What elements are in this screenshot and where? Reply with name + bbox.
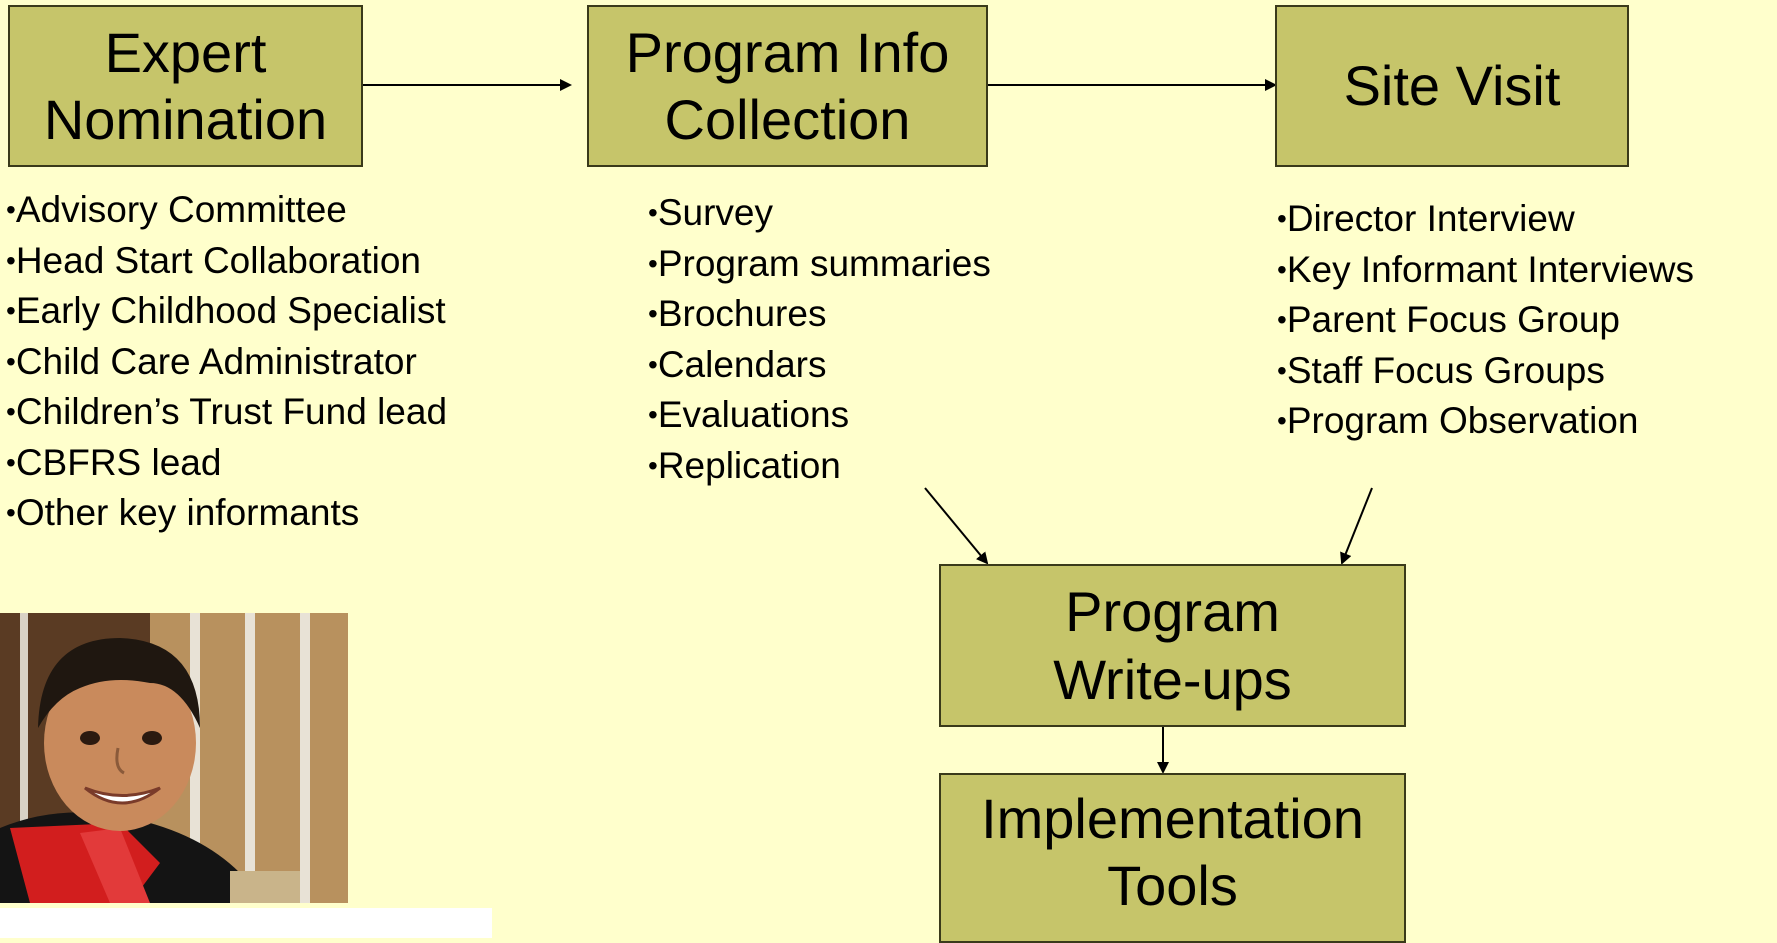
list-item: Program Observation: [1277, 396, 1694, 447]
list-item: Staff Focus Groups: [1277, 346, 1694, 397]
expert-nomination-box: Expert Nomination: [8, 5, 363, 167]
program-writeups-line-1: Program: [1065, 580, 1280, 644]
child-photo: [0, 613, 348, 903]
implementation-tools-line-1: Implementation: [981, 787, 1364, 850]
list-item: Program summaries: [648, 239, 991, 290]
site-visit-line-1: Site Visit: [1343, 54, 1561, 118]
site-visit-list: Director Interview Key Informant Intervi…: [1277, 194, 1694, 447]
program-info-collection-line-2: Collection: [664, 88, 911, 151]
list-item: Children’s Trust Fund lead: [6, 387, 447, 438]
site-visit-box: Site Visit: [1275, 5, 1629, 167]
list-item: Early Childhood Specialist: [6, 286, 447, 337]
program-writeups-line-2: Write-ups: [1053, 647, 1292, 711]
program-writeups-box: Program Write-ups: [939, 564, 1406, 727]
list-item: Other key informants: [6, 488, 447, 539]
implementation-tools-line-2: Tools: [1107, 854, 1238, 918]
list-item: Child Care Administrator: [6, 337, 447, 388]
expert-nomination-line-2: Nomination: [43, 88, 328, 151]
list-item: Calendars: [648, 340, 991, 391]
list-item: Survey: [648, 188, 991, 239]
expert-nomination-line-1: Expert: [104, 20, 267, 84]
list-item: Head Start Collaboration: [6, 236, 447, 287]
implementation-tools-box: Implementation Tools: [939, 773, 1406, 943]
list-item: Advisory Committee: [6, 185, 447, 236]
program-info-collection-list: Survey Program summaries Brochures Calen…: [648, 188, 991, 491]
arrow-site-visit-to-writeups: [1340, 487, 1373, 565]
list-item: Director Interview: [1277, 194, 1694, 245]
list-item: Brochures: [648, 289, 991, 340]
expert-nomination-list: Advisory Committee Head Start Collaborat…: [6, 185, 447, 539]
list-item: Evaluations: [648, 390, 991, 441]
program-info-collection-box: Program Info Collection: [587, 5, 988, 167]
list-item: Key Informant Interviews: [1277, 245, 1694, 296]
program-info-collection-line-1: Program Info: [625, 20, 950, 84]
list-item: Parent Focus Group: [1277, 295, 1694, 346]
list-item: Replication: [648, 441, 991, 492]
photo-caption-strip: [0, 908, 492, 938]
arrow-collection-to-writeups: [924, 487, 989, 565]
list-item: CBFRS lead: [6, 438, 447, 489]
